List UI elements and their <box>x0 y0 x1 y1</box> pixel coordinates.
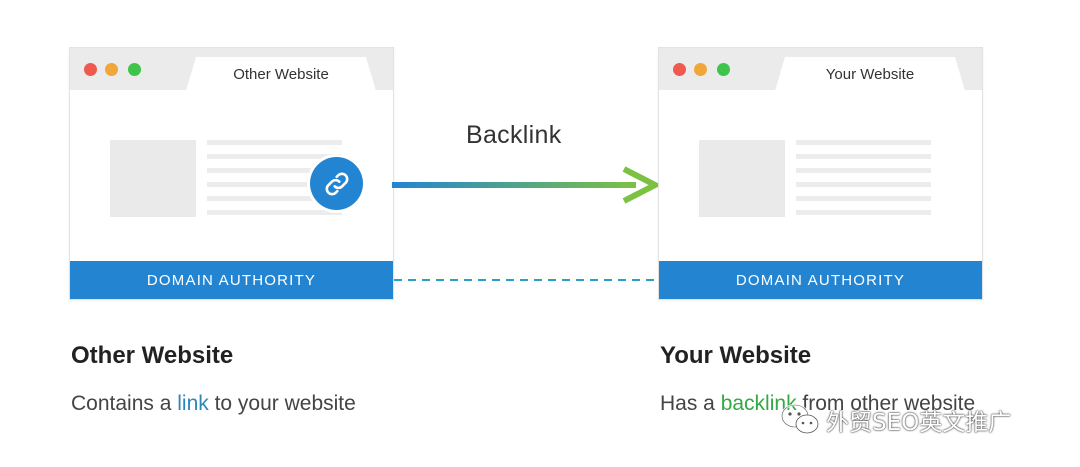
minimize-dot-icon <box>694 63 707 76</box>
image-placeholder <box>699 140 785 217</box>
text-line-placeholder <box>207 154 342 159</box>
your-website-description: Has a backlink from other website <box>660 392 975 416</box>
text-line-placeholder <box>796 182 931 187</box>
maximize-dot-icon <box>717 63 730 76</box>
domain-authority-bar: DOMAIN AUTHORITY <box>70 261 393 299</box>
text-line-placeholder <box>207 210 342 215</box>
other-website-browser: Other Website DOMAIN AUTHORITY <box>70 48 393 299</box>
description-text: Contains a <box>71 392 178 415</box>
description-text: to your website <box>208 392 356 415</box>
other-website-description: Contains a link to your website <box>71 392 356 416</box>
minimize-dot-icon <box>105 63 118 76</box>
domain-authority-dashed-connector <box>394 279 660 281</box>
backlink-word: backlink <box>720 392 797 415</box>
backlink-arrow <box>392 166 662 204</box>
browser-titlebar: Other Website <box>70 48 393 91</box>
wechat-icon <box>780 403 819 434</box>
text-line-placeholder <box>796 168 931 173</box>
text-line-placeholder <box>207 140 342 145</box>
close-dot-icon <box>84 63 97 76</box>
text-line-placeholder <box>796 154 931 159</box>
link-badge <box>310 157 363 210</box>
other-website-heading: Other Website <box>71 342 234 369</box>
domain-authority-bar: DOMAIN AUTHORITY <box>659 261 982 299</box>
description-text: Has a <box>660 392 721 415</box>
browser-tab: Other Website <box>186 57 376 91</box>
chain-link-icon <box>325 172 348 195</box>
text-line-placeholder <box>796 140 931 145</box>
your-website-browser: Your Website DOMAIN AUTHORITY <box>659 48 982 299</box>
description-text: from other website <box>796 392 976 415</box>
wechat-watermark: 外贸SEO英文推广 <box>780 398 1011 442</box>
tab-title: Other Website <box>233 66 329 83</box>
link-word: link <box>177 392 209 415</box>
text-line-placeholder <box>796 196 931 201</box>
browser-tab: Your Website <box>775 57 965 91</box>
text-line-placeholder <box>207 196 342 201</box>
watermark-text: 外贸SEO英文推广 <box>826 410 1012 436</box>
text-line-placeholder <box>796 210 931 215</box>
text-line-placeholder <box>207 168 342 173</box>
maximize-dot-icon <box>128 63 141 76</box>
text-line-placeholder <box>207 182 342 187</box>
browser-titlebar: Your Website <box>659 48 982 91</box>
image-placeholder <box>110 140 196 217</box>
backlink-label: Backlink <box>466 121 562 149</box>
close-dot-icon <box>673 63 686 76</box>
your-website-heading: Your Website <box>660 342 812 369</box>
tab-title: Your Website <box>825 66 915 83</box>
